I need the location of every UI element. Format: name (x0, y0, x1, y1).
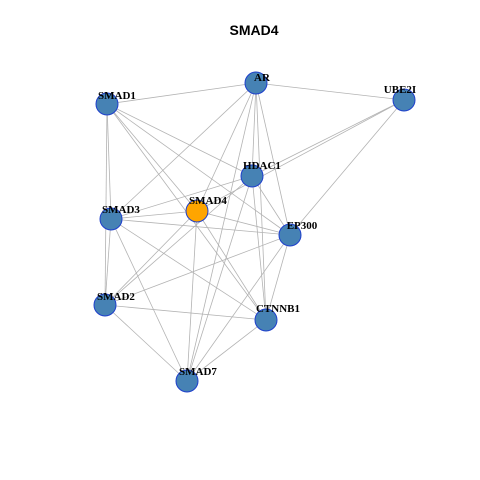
node-label-smad1: SMAD1 (98, 90, 136, 102)
edge-ctnnb1-smad7 (186, 319, 267, 382)
node-ube2i[interactable] (392, 88, 416, 112)
edge-smad1-smad3 (106, 103, 112, 220)
node-smad1[interactable] (95, 92, 119, 116)
node-label-ar: AR (254, 72, 271, 84)
edge-ube2i-smad4 (196, 99, 405, 212)
edge-ar-smad1 (106, 82, 257, 105)
edge-ar-ctnnb1 (255, 82, 267, 321)
node-hdac1[interactable] (240, 164, 264, 188)
edge-ube2i-ep300 (289, 99, 405, 236)
edge-ar-ep300 (255, 82, 291, 236)
edge-smad3-smad7 (110, 218, 188, 382)
edge-smad4-ctnnb1 (196, 210, 267, 321)
edge-ar-ube2i (255, 82, 405, 101)
edge-smad1-smad2 (104, 103, 108, 306)
node-smad3[interactable] (99, 207, 123, 231)
edge-ep300-smad7 (186, 234, 291, 382)
edge-smad4-smad2 (104, 210, 198, 306)
node-label-smad4: SMAD4 (189, 195, 227, 207)
edge-hdac1-smad7 (186, 175, 253, 382)
node-label-smad7: SMAD7 (179, 366, 217, 378)
node-smad7[interactable] (175, 369, 199, 393)
edge-smad1-hdac1 (106, 103, 253, 177)
edge-smad4-smad7 (186, 210, 198, 382)
node-smad4[interactable] (185, 199, 209, 223)
edge-layer (104, 82, 405, 382)
node-label-ube2i: UBE2I (384, 84, 416, 96)
edge-smad2-ctnnb1 (104, 304, 267, 321)
edge-smad4-smad3 (110, 210, 198, 220)
edge-ep300-smad2 (104, 234, 291, 306)
node-ep300[interactable] (278, 223, 302, 247)
node-label-smad3: SMAD3 (102, 204, 140, 216)
edge-hdac1-smad2 (104, 175, 253, 306)
edge-smad4-ep300 (196, 210, 291, 236)
edge-hdac1-ep300 (251, 175, 291, 236)
edge-smad1-ep300 (106, 103, 291, 236)
node-layer (93, 71, 416, 393)
edge-smad3-smad2 (104, 218, 112, 306)
node-ctnnb1[interactable] (254, 308, 278, 332)
edge-smad3-ctnnb1 (110, 218, 267, 321)
node-label-hdac1: HDAC1 (243, 160, 281, 172)
diagram-title: SMAD4 (229, 22, 278, 38)
node-label-ep300: EP300 (287, 220, 318, 232)
edge-smad2-smad7 (104, 304, 188, 382)
edge-ar-smad7 (186, 82, 257, 382)
label-layer: AR UBE2I SMAD1HDAC1SMAD4SMAD3EP300SMAD2CTN… (97, 72, 416, 378)
edge-ep300-ctnnb1 (265, 234, 291, 321)
edge-ube2i-hdac1 (251, 99, 405, 177)
node-label-ctnnb1: CTNNB1 (256, 303, 300, 315)
edge-smad1-smad4 (106, 103, 198, 212)
edge-smad3-ep300 (110, 218, 291, 236)
node-label-smad2: SMAD2 (97, 291, 135, 303)
edge-hdac1-ctnnb1 (251, 175, 267, 321)
node-smad2[interactable] (93, 293, 117, 317)
edge-ar-hdac1 (251, 82, 257, 177)
edge-hdac1-smad3 (110, 175, 253, 220)
edge-ar-smad3 (110, 82, 257, 220)
node-ar[interactable] (244, 71, 268, 95)
